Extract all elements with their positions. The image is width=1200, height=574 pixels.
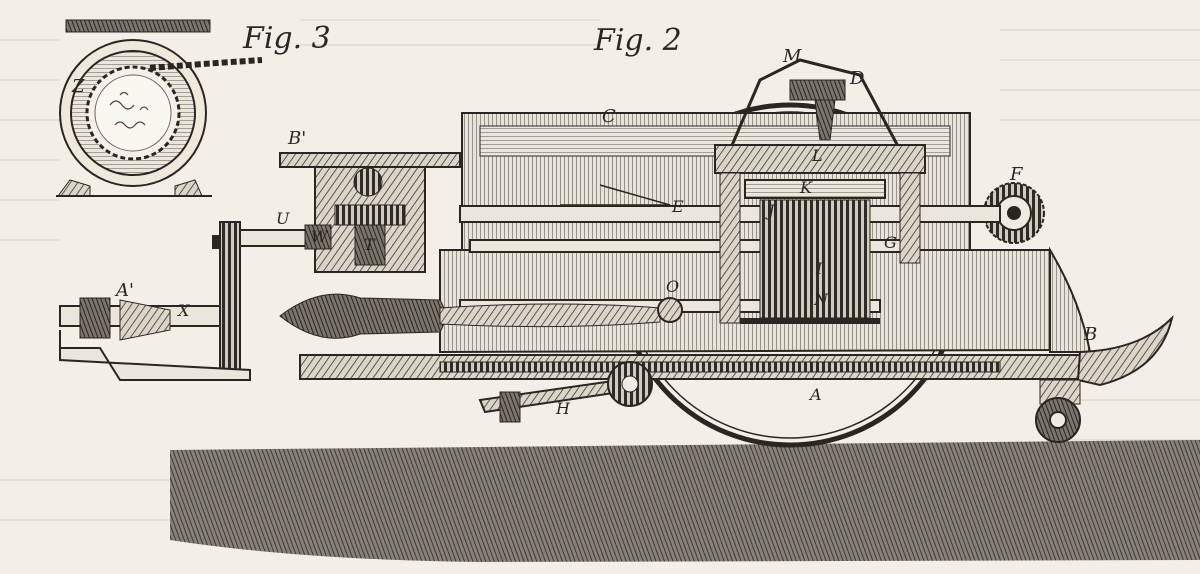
label-k: K: [799, 178, 813, 197]
label-f: F: [1009, 164, 1024, 185]
spur-gear: [212, 221, 241, 379]
label-l: L: [811, 146, 823, 165]
label-t: T: [364, 235, 376, 254]
linkage-h: [478, 361, 653, 423]
label-b: B: [1083, 324, 1097, 345]
left-bracket: [59, 297, 251, 381]
gear-housing: [279, 152, 461, 273]
label-h: H: [555, 399, 571, 418]
fig2-labels: M D C B' F E L K J G I U W T A' X O N B …: [114, 46, 1097, 418]
label-d: D: [849, 68, 865, 89]
fig3-drum-section: [56, 19, 263, 197]
brush: [279, 293, 661, 339]
plough-blade: [1076, 314, 1174, 387]
label-j: J: [765, 201, 776, 220]
label-o: O: [666, 277, 679, 296]
label-g: G: [884, 233, 897, 252]
label-e: E: [671, 197, 684, 216]
label-b-prime: B': [287, 128, 306, 149]
pulley-o: [657, 297, 683, 323]
rear-roller: [1035, 379, 1081, 443]
label-i: I: [815, 259, 823, 278]
fig3-title: Fig. 3: [242, 21, 331, 56]
label-n: N: [813, 290, 829, 309]
gear-f: [983, 182, 1045, 244]
label-m: M: [782, 46, 802, 67]
ground: [170, 440, 1200, 562]
label-a: A: [808, 385, 822, 404]
label-w: W: [311, 227, 329, 246]
label-z: Z: [71, 76, 85, 97]
label-u: U: [276, 209, 290, 228]
label-c: C: [602, 106, 616, 127]
carriage-frame: [714, 58, 926, 324]
label-x: X: [176, 301, 190, 320]
fig2-title: Fig. 2: [593, 23, 682, 58]
label-a-prime: A': [114, 280, 134, 301]
background-text-columns: [0, 19, 1200, 521]
